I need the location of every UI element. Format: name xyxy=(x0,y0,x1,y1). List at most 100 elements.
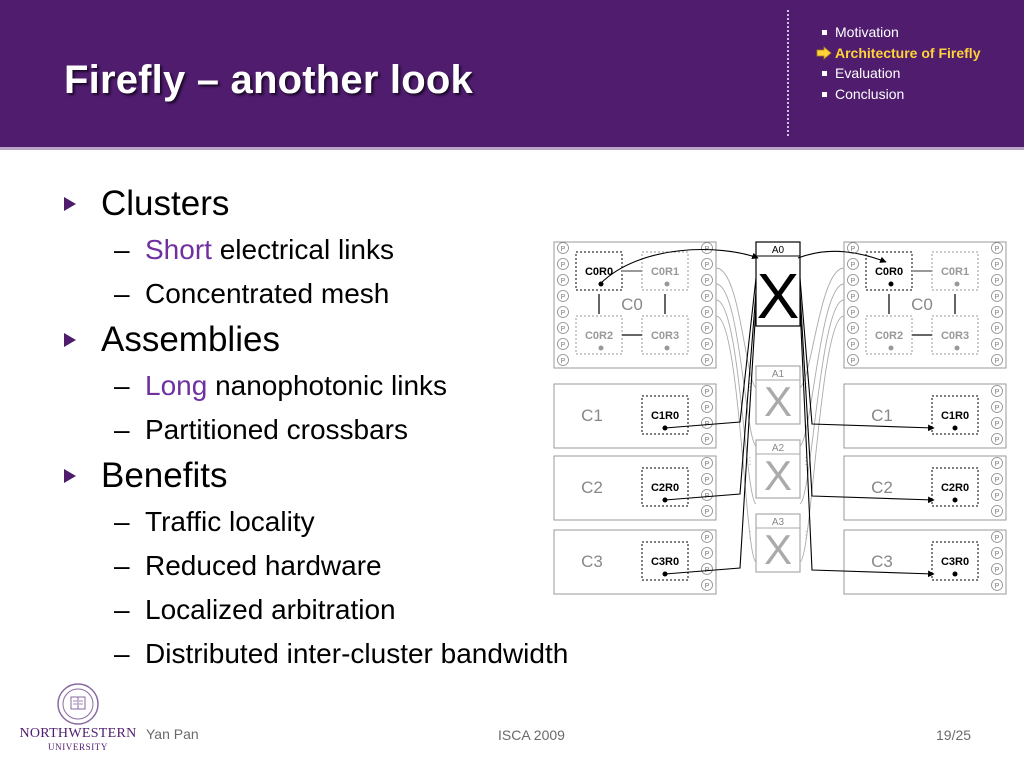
sub-bullet-text: nanophotonic links xyxy=(207,370,448,401)
cluster-to-a0-link xyxy=(664,305,757,575)
processor-node xyxy=(847,258,859,270)
processor-node xyxy=(991,385,1003,397)
processor-node xyxy=(701,290,713,302)
cluster-c0-label: C0 xyxy=(621,295,643,314)
processor-node xyxy=(701,242,713,254)
sub-bullet-text: Distributed inter-cluster bandwidth xyxy=(145,638,569,669)
processor-label: P xyxy=(995,583,1000,590)
processor-label: P xyxy=(705,358,710,365)
processor-node xyxy=(991,322,1003,334)
photonic-link xyxy=(799,267,845,389)
processor-label: P xyxy=(705,551,710,558)
processor-label: P xyxy=(851,358,856,365)
processor-label: P xyxy=(705,278,710,285)
bullet-arrow-icon xyxy=(64,197,76,211)
dash-icon: – xyxy=(114,234,130,265)
router-label: C1R0 xyxy=(941,410,969,422)
cluster-c1-box xyxy=(843,383,1007,449)
slide-header xyxy=(0,0,1024,147)
dash-icon: – xyxy=(114,278,130,309)
processor-node xyxy=(847,290,859,302)
processor-label: P xyxy=(851,246,856,253)
nav-item-motivation[interactable]: Motivation xyxy=(818,22,980,43)
cluster-c3-box xyxy=(553,529,717,595)
processor-node xyxy=(701,563,713,575)
router-port xyxy=(888,345,894,351)
processor-node xyxy=(557,322,569,334)
highlight-word: Long xyxy=(145,370,208,401)
router-label: C0R0 xyxy=(585,266,613,278)
processor-label: P xyxy=(705,461,710,468)
processor-label: P xyxy=(851,262,856,269)
processor-label: P xyxy=(995,326,1000,333)
processor-node xyxy=(991,338,1003,350)
processor-label: P xyxy=(705,342,710,349)
university-seal-icon xyxy=(57,683,99,725)
assembly-a2-box xyxy=(755,439,801,499)
sub-bullet-text: Concentrated mesh xyxy=(145,278,390,309)
processor-node xyxy=(991,505,1003,517)
assembly-label: A1 xyxy=(772,369,785,380)
router-port xyxy=(664,281,670,287)
processor-label: P xyxy=(995,461,1000,468)
router-port xyxy=(954,345,960,351)
router-port xyxy=(888,281,894,287)
photonic-link xyxy=(715,315,757,563)
nav-item-architecture-of-firefly[interactable]: Architecture of Firefly xyxy=(816,43,980,64)
bullet-arrow-icon xyxy=(64,469,76,483)
dash-icon: – xyxy=(114,506,130,537)
cluster-c2-box xyxy=(843,455,1007,521)
processor-node xyxy=(991,258,1003,270)
cluster-to-a0-link xyxy=(664,277,757,429)
processor-node xyxy=(847,306,859,318)
processor-label: P xyxy=(995,310,1000,317)
processor-label: P xyxy=(851,326,856,333)
sub-bullet-text: Traffic locality xyxy=(145,506,315,537)
processor-label: P xyxy=(705,535,710,542)
nav-item-conclusion[interactable]: Conclusion xyxy=(818,84,980,105)
photonic-link xyxy=(799,315,845,563)
router-label: C0R1 xyxy=(651,266,679,278)
cluster-label: C1 xyxy=(581,406,603,425)
processor-node xyxy=(991,579,1003,591)
nav-item-evaluation[interactable]: Evaluation xyxy=(818,63,980,84)
processor-label: P xyxy=(705,405,710,412)
sub-bullet: –Concentrated mesh xyxy=(60,272,568,316)
processor-node xyxy=(991,354,1003,366)
processor-label: P xyxy=(851,278,856,285)
dash-icon: – xyxy=(114,638,130,669)
logo-name: NORTHWESTERN xyxy=(19,726,137,741)
cluster-to-a0-link xyxy=(664,291,757,501)
processor-label: P xyxy=(851,310,856,317)
photonic-link xyxy=(799,299,845,505)
bullet-text: Assemblies xyxy=(101,320,280,359)
router-port xyxy=(598,281,604,287)
processor-node xyxy=(557,290,569,302)
bullet-assemblies: Assemblies xyxy=(60,316,568,364)
a0-to-cluster-link xyxy=(799,305,935,578)
processor-node xyxy=(991,306,1003,318)
processor-label: P xyxy=(705,583,710,590)
router-c2r0-box xyxy=(931,467,979,507)
processor-label: P xyxy=(995,477,1000,484)
router-label: C0R1 xyxy=(941,266,969,278)
assembly-label: A0 xyxy=(772,245,785,256)
processor-node xyxy=(557,258,569,270)
processor-label: P xyxy=(561,358,566,365)
processor-node xyxy=(991,531,1003,543)
cluster-c0-label: C0 xyxy=(911,295,933,314)
assembly-a3-box xyxy=(755,513,801,573)
processor-node xyxy=(991,433,1003,445)
cluster-label: C3 xyxy=(581,552,603,571)
photonic-link xyxy=(715,267,757,389)
sub-bullet-text: Partitioned crossbars xyxy=(145,414,409,445)
photonic-link xyxy=(799,283,845,447)
router-label: C0R3 xyxy=(941,330,969,342)
dash-icon: – xyxy=(114,370,130,401)
sub-bullet-text: Localized arbitration xyxy=(145,594,396,625)
processor-node xyxy=(991,457,1003,469)
sub-bullet: –Localized arbitration xyxy=(60,588,568,632)
processor-node xyxy=(991,489,1003,501)
